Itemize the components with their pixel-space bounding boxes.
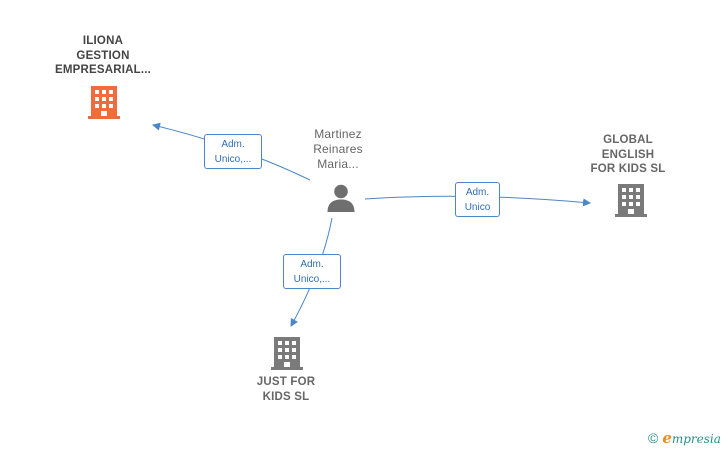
node-label-line: Reinares [313,142,363,156]
copyright-icon: © [648,430,659,446]
node-label-line: JUST FOR [256,376,316,388]
node-label-line: EMPRESARIAL... [54,64,152,76]
brand-logo-rest: mpresia [671,432,721,446]
edge-label-line: Adm. [300,259,324,270]
node-label-line: GLOBAL [603,134,653,146]
node-label-line: KIDS SL [262,390,310,403]
node-label-martinez[interactable]: Martinez Reinares Maria... [292,127,384,172]
building-icon[interactable] [271,335,303,371]
node-label-justfor[interactable]: JUST FOR KIDS SL [236,375,336,404]
node-label-line: Martinez [314,127,362,141]
edge-label-line: Adm. [221,139,245,150]
node-label-global[interactable]: GLOBAL ENGLISH FOR KIDS SL [573,133,683,177]
node-label-line: Maria... [317,157,359,171]
edge-label-line: Unico,... [214,154,252,165]
node-label-iliona[interactable]: ILIONA GESTION EMPRESARIAL... [38,34,168,78]
person-icon[interactable] [326,183,356,213]
building-icon[interactable] [615,182,647,218]
edge-label-iliona[interactable]: Adm. Unico,... [204,134,262,169]
node-label-line: ENGLISH [601,148,655,161]
edge-label-justfor[interactable]: Adm. Unico,... [283,254,341,289]
brand-logo-first: e [662,429,672,447]
brand-watermark: © empresia [648,428,721,448]
building-icon[interactable] [88,84,120,120]
edge-label-line: Adm. [465,187,490,198]
edge-label-global[interactable]: Adm. Unico [455,182,500,217]
node-label-line: GESTION [76,49,130,62]
edge-label-line: Unico [464,202,491,213]
node-label-line: FOR KIDS SL [590,163,666,175]
node-label-line: ILIONA [82,35,124,47]
edge-label-line: Unico,... [293,274,331,285]
brand-logo: empresia [662,429,721,447]
